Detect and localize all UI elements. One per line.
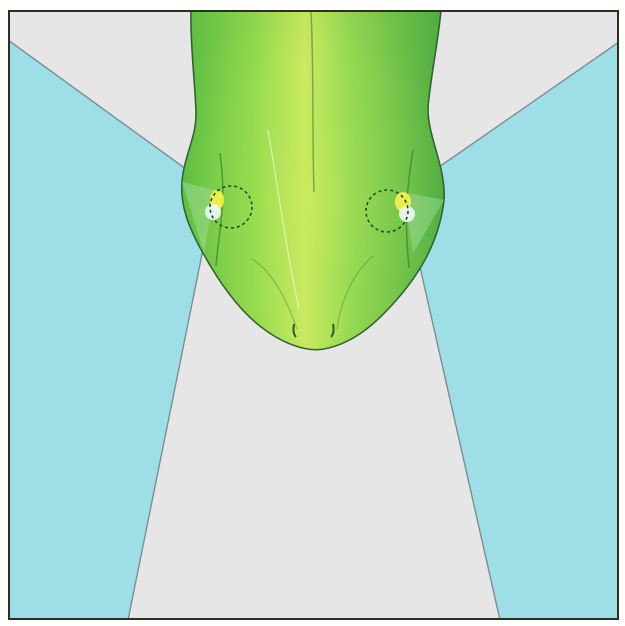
diagram-frame <box>8 10 619 620</box>
snake-visual-field-diagram <box>8 10 619 620</box>
